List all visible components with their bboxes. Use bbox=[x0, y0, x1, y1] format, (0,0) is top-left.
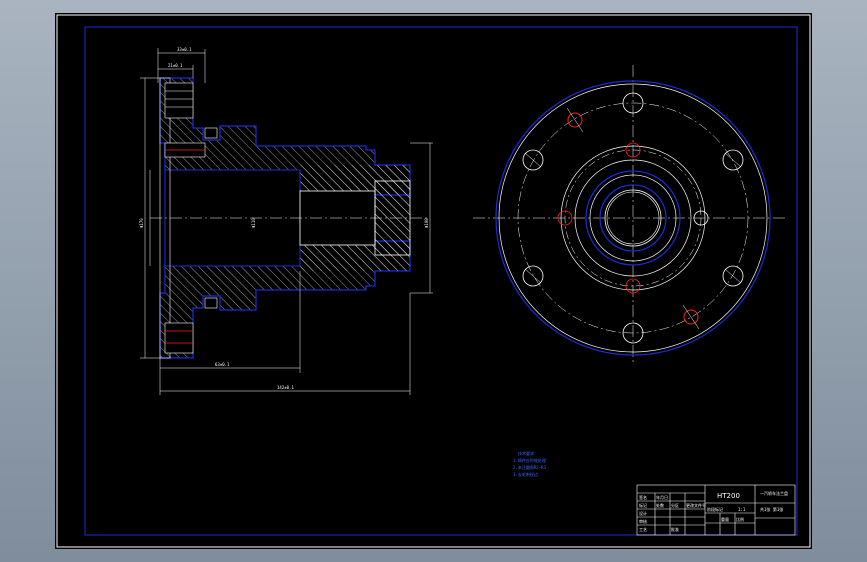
technical-notes: 技术要求 1.铸件应时效处理 2.未注圆角R2-R3 3.去毛刺锐边 bbox=[513, 450, 546, 477]
bore-circle bbox=[604, 189, 662, 247]
row-label-3: 更改文件号 bbox=[686, 502, 706, 508]
material-label: HT200 bbox=[717, 492, 740, 500]
dim-bottom-inner: 63±0.1 bbox=[215, 362, 230, 367]
outer-flange-circle bbox=[495, 80, 771, 356]
extra-0: 阶段标记 bbox=[707, 506, 723, 512]
row-label-0: 标记 bbox=[639, 502, 647, 508]
sheet-label: 共1张 第1张 bbox=[760, 506, 783, 512]
row-label-2: 分区 bbox=[671, 502, 679, 508]
role-1: 审核 bbox=[639, 518, 647, 524]
extra-1: 重量 bbox=[721, 516, 729, 522]
cad-drawing: 33±0.1 21±0.1 Φ170 Φ110 Φ108 63±0.1 142±… bbox=[56, 14, 811, 548]
role-0: 设计 bbox=[639, 510, 647, 516]
outer-bolt-holes bbox=[522, 92, 744, 344]
bolt-hole-lower bbox=[164, 322, 194, 354]
dim-bottom-outer: 142±0.1 bbox=[277, 385, 294, 390]
dim-left-dia: Φ170 bbox=[139, 218, 144, 228]
dim-bore-dia: Φ110 bbox=[251, 218, 256, 228]
dim-top-outer: 33±0.1 bbox=[177, 47, 192, 52]
extra-2: 比例 bbox=[736, 516, 744, 522]
drawing-sheet: 33±0.1 21±0.1 Φ170 Φ110 Φ108 63±0.1 142±… bbox=[55, 13, 812, 549]
note-line-1: 1.铸件应时效处理 bbox=[513, 457, 546, 463]
dim-right-dia: Φ108 bbox=[424, 218, 429, 228]
hub-circle bbox=[585, 170, 681, 266]
section-view: 33±0.1 21±0.1 Φ170 Φ110 Φ108 63±0.1 142±… bbox=[139, 47, 433, 395]
outer-frame bbox=[56, 14, 811, 548]
inner-border bbox=[84, 26, 798, 536]
note-title: 技术要求 bbox=[518, 450, 534, 456]
scale-label: 1:1 bbox=[738, 507, 746, 512]
role-3: 批准 bbox=[671, 526, 679, 532]
role-2: 工艺 bbox=[639, 527, 647, 532]
dim-top-inner: 21±0.1 bbox=[168, 63, 183, 68]
screw-hole-upper bbox=[164, 142, 206, 158]
pin-holes bbox=[567, 112, 699, 325]
front-view bbox=[473, 65, 787, 363]
dimension-lines bbox=[140, 48, 433, 395]
inner-bolt-circle bbox=[564, 149, 702, 287]
title-block bbox=[636, 484, 796, 536]
inner-holes bbox=[557, 142, 709, 294]
bolt-circle bbox=[517, 102, 749, 334]
row-label-4: 签名 bbox=[639, 494, 647, 500]
note-line-2: 2.未注圆角R2-R3 bbox=[513, 464, 546, 470]
note-line-3: 3.去毛刺锐边 bbox=[513, 471, 538, 477]
bolt-hole-upper bbox=[164, 82, 194, 119]
row-label-5: 年月日 bbox=[656, 494, 668, 500]
part-name: 一汽轿车法兰盘 bbox=[760, 490, 788, 496]
row-label-1: 处数 bbox=[656, 502, 664, 508]
